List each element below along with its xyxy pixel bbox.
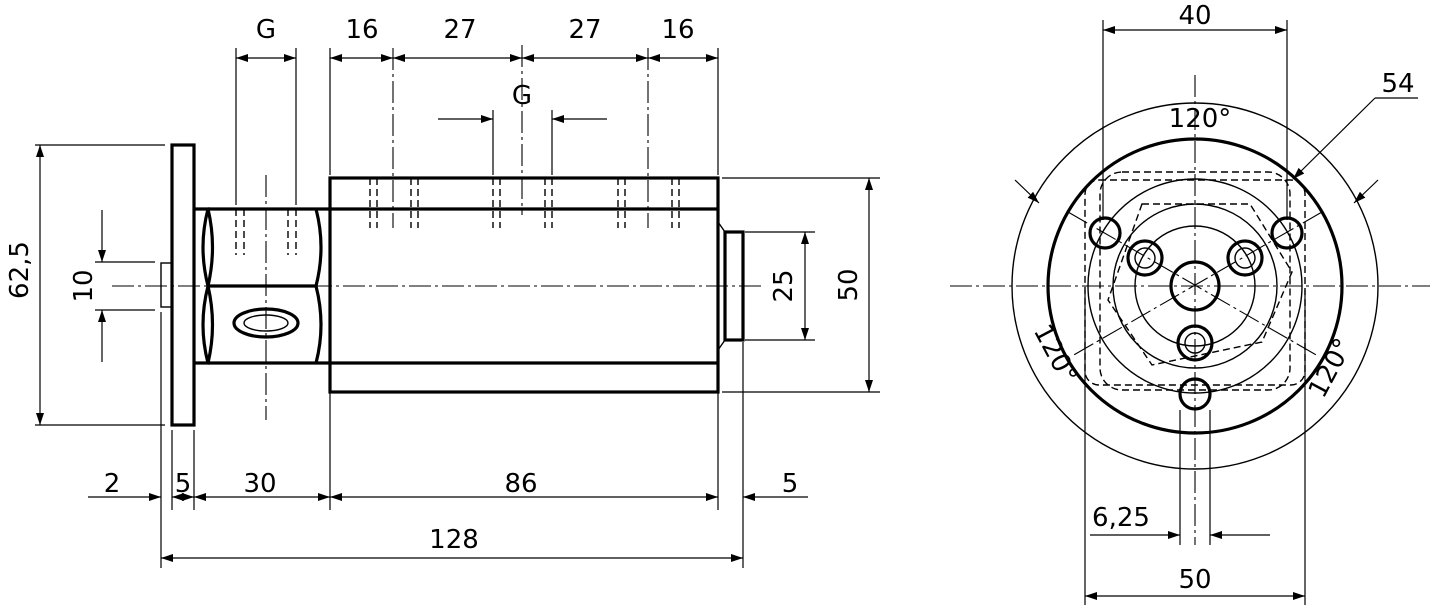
leader-54 xyxy=(1292,97,1376,180)
dim-label-50-front: 50 xyxy=(1178,565,1211,595)
port-hole-bottom xyxy=(1176,324,1214,362)
dim-label-50-side: 50 xyxy=(834,268,864,301)
thread-label-top: G xyxy=(512,81,532,111)
flange-outline xyxy=(1046,137,1344,435)
angle-label-top: 120° xyxy=(1169,104,1232,134)
mount-hole-left xyxy=(1088,216,1122,250)
flange-plate xyxy=(170,143,196,427)
dim-label-10: 10 xyxy=(69,269,99,302)
mount-hole-bottom xyxy=(1178,377,1212,411)
inner-ring-2 xyxy=(1112,203,1278,369)
port-hole-bottom-inner xyxy=(1184,332,1206,354)
side-port-hole xyxy=(232,307,300,339)
mount-hole-right xyxy=(1270,216,1304,250)
hex-nut-body xyxy=(206,207,330,365)
dim-label-5-right: 5 xyxy=(782,469,799,499)
dim-label-128: 128 xyxy=(429,525,479,555)
front-dimension-lines xyxy=(1014,26,1418,600)
dim-label-86: 86 xyxy=(504,469,537,499)
bolt-centerline-left xyxy=(1067,211,1319,357)
dimension-lines xyxy=(36,54,873,562)
body-square-hidden xyxy=(1099,171,1291,391)
dim-label-30: 30 xyxy=(243,469,276,499)
port-hole-right xyxy=(1226,239,1264,277)
inner-ring xyxy=(1087,178,1303,394)
side-port-hole-inner xyxy=(243,314,289,332)
dim-label-40: 40 xyxy=(1178,1,1211,31)
dim-label-5-left: 5 xyxy=(175,469,192,499)
dim-label-25: 25 xyxy=(769,269,799,302)
inner-pitch-circle xyxy=(1134,225,1256,347)
front-extension-lines xyxy=(1084,20,1306,605)
main-body xyxy=(328,176,720,394)
shaft-chamfer xyxy=(717,221,726,351)
spigot xyxy=(160,262,173,308)
hex-hidden xyxy=(1107,203,1293,366)
dim-label-16-b: 16 xyxy=(661,15,694,45)
center-hole xyxy=(1169,260,1221,312)
thread-label-left: G xyxy=(256,15,276,45)
front-view: 40 54 120° 120° 120° 6,25 50 xyxy=(950,1,1430,605)
angle-label-right: 120° xyxy=(1303,334,1359,403)
extension-lines xyxy=(35,48,880,568)
outer-bolt-circle xyxy=(1011,102,1379,470)
bolt-centerline-right xyxy=(1071,211,1323,357)
dim-label-54: 54 xyxy=(1381,69,1414,99)
dim-label-27-a: 27 xyxy=(443,15,476,45)
hidden-port-lines xyxy=(369,178,680,228)
body-square-hidden-inner xyxy=(1084,179,1306,386)
dim-label-2: 2 xyxy=(104,469,121,499)
dim-label-27-b: 27 xyxy=(568,15,601,45)
dim-label-16-a: 16 xyxy=(345,15,378,45)
side-view: G 16 27 27 16 G 62,5 10 25 50 2 5 30 86 … xyxy=(5,15,880,568)
right-shaft xyxy=(723,230,745,342)
port-hole-left-inner xyxy=(1134,247,1156,269)
port-hole-left xyxy=(1126,239,1164,277)
port-hole-right-inner xyxy=(1234,247,1256,269)
dim-label-6-25: 6,25 xyxy=(1092,503,1150,533)
dim-label-62-5: 62,5 xyxy=(5,241,35,299)
